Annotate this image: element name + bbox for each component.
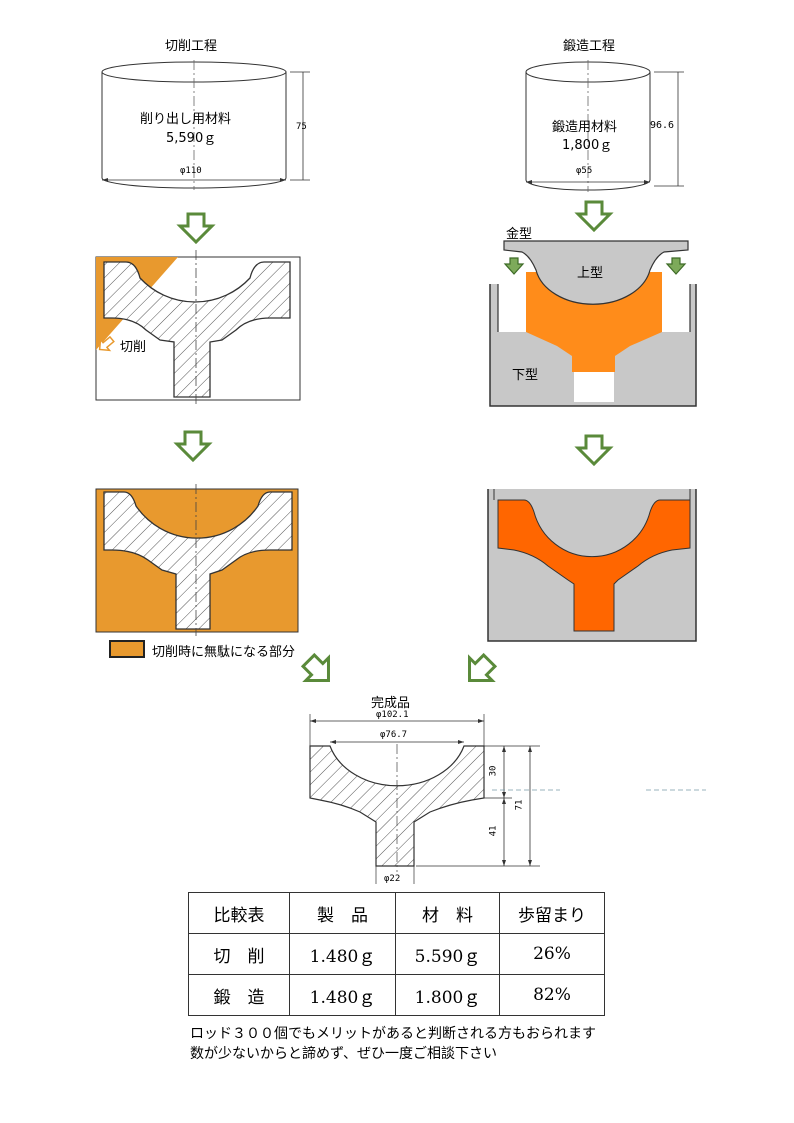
forging-die-diagram — [489, 240, 697, 407]
diagonal-arrow-icon — [300, 652, 330, 682]
cut-label: 切削 — [120, 340, 147, 355]
die-label: 金型 — [506, 227, 533, 242]
cutting-process-title: 切削工程 — [165, 39, 218, 54]
table-header-cell: 比較表 — [188, 892, 290, 934]
cutting-cylinder — [101, 60, 310, 190]
table-cell: 1.480ｇ — [289, 974, 396, 1016]
table-cell: 1.800ｇ — [395, 974, 500, 1016]
table-header-cell: 材 料 — [395, 892, 500, 934]
table-row: 切 削 1.480ｇ 5.590ｇ 26% — [188, 933, 605, 975]
cutting-height-label: 75 — [296, 122, 307, 132]
dim-stem-diameter: φ22 — [384, 874, 401, 884]
table-cell: 1.480ｇ — [289, 933, 396, 975]
table-header-cell: 歩留まり — [499, 892, 605, 934]
waste-legend-swatch — [109, 640, 145, 658]
dim-height-71: 71 — [514, 799, 525, 811]
lower-die-label: 下型 — [512, 368, 539, 383]
table-row: 鍛 造 1.480ｇ 1.800ｇ 82% — [188, 974, 605, 1016]
note-line-2: 数が少ないからと諦めず、ぜひ一度ご相談下さい — [190, 1046, 498, 1062]
product-title: 完成品 — [371, 696, 411, 711]
table-cell: 鍛 造 — [188, 974, 290, 1016]
down-arrow-icon — [576, 200, 612, 232]
dim-height-41: 41 — [488, 825, 499, 837]
forging-diameter-label: φ55 — [576, 166, 593, 176]
table-cell: 5.590ｇ — [395, 933, 500, 975]
cutting-waste-diagram — [95, 484, 299, 636]
table-header-cell: 製 品 — [289, 892, 396, 934]
press-arrow-icon — [504, 257, 524, 275]
cutting-material-name: 削り出し用材料 — [140, 112, 232, 127]
cutting-diameter-label: φ110 — [180, 166, 202, 176]
dim-inner-diameter: φ76.7 — [380, 730, 408, 740]
diagonal-arrow-icon — [468, 652, 498, 682]
press-arrow-icon — [666, 257, 686, 275]
cutting-material-weight: 5,590ｇ — [166, 131, 217, 146]
table-header-row: 比較表 製 品 材 料 歩留まり — [188, 892, 605, 934]
forging-result-diagram — [487, 489, 697, 642]
forging-height-label: 96.6 — [650, 120, 675, 131]
forging-cylinder — [525, 60, 684, 192]
waste-legend-label: 切削時に無駄になる部分 — [152, 645, 296, 660]
cutting-step-diagram — [95, 250, 301, 405]
forging-material-weight: 1,800ｇ — [562, 138, 613, 153]
table-cell: 切 削 — [188, 933, 290, 975]
forging-process-title: 鍛造工程 — [563, 39, 616, 54]
note-line-1: ロッド３００個でもメリットがあると判断される方もおられます — [190, 1026, 596, 1042]
product-drawing — [309, 714, 706, 884]
dim-outer-diameter: φ102.1 — [376, 710, 409, 720]
down-arrow-icon — [175, 430, 211, 462]
table-cell: 82% — [499, 974, 605, 1016]
forging-material-name: 鍛造用材料 — [552, 120, 618, 135]
dim-height-30: 30 — [488, 765, 499, 777]
table-cell: 26% — [499, 933, 605, 975]
down-arrow-icon — [576, 434, 612, 466]
comparison-table: 比較表 製 品 材 料 歩留まり 切 削 1.480ｇ 5.590ｇ 26% 鍛… — [188, 892, 605, 1016]
upper-die-label: 上型 — [577, 266, 604, 281]
down-arrow-icon — [178, 212, 214, 244]
